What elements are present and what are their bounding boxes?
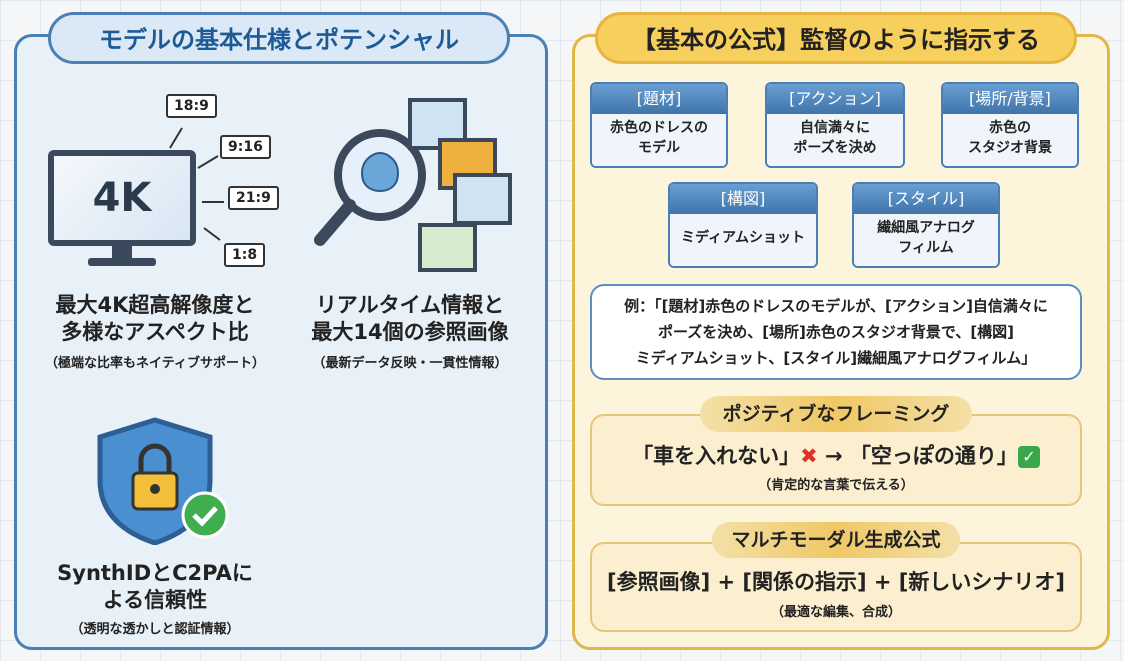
box-body: ポーズを決め (793, 140, 877, 156)
feature-4k-line2: 多様なアスペクト比 (61, 320, 249, 344)
box-body: 繊細風アナログ (877, 220, 975, 236)
feature-4k-line1: 最大4K超高解像度と (55, 293, 255, 317)
formula-box-subject: [題材] 赤色のドレスのモデル (590, 82, 728, 168)
box-body: スタジオ背景 (968, 140, 1052, 156)
positive-phrase: 「空っぽの通り」 (849, 444, 1018, 468)
feature-realtime-line1: リアルタイム情報と (315, 293, 505, 317)
ratio-18-9: 18:9 (166, 94, 217, 118)
feature-synthid-sub: （透明な透かしと認証情報） (70, 622, 240, 637)
box-head: [スタイル] (854, 184, 998, 214)
box-body: モデル (638, 140, 680, 156)
positive-example: 「車を入れない」✖ → 「空っぽの通り」✓ (590, 440, 1082, 470)
right-title: 【基本の公式】監督のように指示する (595, 12, 1077, 64)
negative-phrase: 「車を入れない」 (632, 444, 801, 468)
cross-icon: ✖ (800, 444, 818, 468)
formula-box-action: [アクション] 自信満々にポーズを決め (765, 82, 905, 168)
feature-synthid-line2: よる信頼性 (102, 588, 208, 612)
example-line2: ポーズを決め、[場所]赤色のスタジオ背景で、[構図] (657, 323, 1015, 341)
feature-4k-sub: （極端な比率もネイティブサポート） (45, 356, 265, 371)
brain-magnifier-icon (314, 98, 512, 272)
box-body: 赤色の (989, 120, 1031, 136)
box-body: 自信満々に (800, 120, 870, 136)
box-head: [題材] (592, 84, 726, 114)
feature-synthid-line1: SynthIDとC2PAに (57, 561, 253, 585)
example-line1: 例：「[題材]赤色のドレスのモデルが、[アクション]自信満々に (624, 297, 1048, 315)
formula-box-style: [スタイル] 繊細風アナログフィルム (852, 182, 1000, 268)
multimodal-formula: [参照画像] + [関係の指示] + [新しいシナリオ] (606, 570, 1066, 594)
box-body: 赤色のドレスの (610, 120, 708, 136)
multimodal-title: マルチモーダル生成公式 (712, 522, 960, 558)
monitor-4k-label: 4K (54, 156, 190, 240)
feature-realtime-line2: 最大14個の参照画像 (311, 320, 509, 344)
feature-4k: 最大4K超高解像度と 多様なアスペクト比 (30, 292, 280, 346)
example-bubble: 例：「[題材]赤色のドレスのモデルが、[アクション]自信満々に ポーズを決め、[… (590, 284, 1082, 380)
left-title: モデルの基本仕様とポテンシャル (48, 12, 510, 64)
box-body: フィルム (898, 240, 954, 256)
arrow-icon: → (825, 444, 843, 468)
example-line3: ミディアムショット、[スタイル]繊細風アナログフィルム」 (635, 349, 1037, 367)
monitor-icon: 4K (48, 150, 196, 270)
formula-box-composition: [構図] ミディアムショット (668, 182, 818, 268)
feature-synthid: SynthIDとC2PAに よる信頼性 (30, 560, 280, 614)
box-head: [アクション] (767, 84, 903, 114)
ratio-21-9: 21:9 (228, 186, 279, 210)
check-icon: ✓ (1017, 446, 1040, 468)
box-head: [場所/背景] (943, 84, 1077, 114)
feature-realtime-sub: （最新データ反映・一貫性情報） (312, 356, 508, 371)
shield-lock-icon (97, 417, 229, 545)
box-body: ミディアムショット (680, 230, 806, 246)
feature-realtime: リアルタイム情報と 最大14個の参照画像 (285, 292, 535, 346)
arrows-icon (169, 127, 224, 241)
formula-box-location: [場所/背景] 赤色のスタジオ背景 (941, 82, 1079, 168)
ratio-1-8: 1:8 (224, 243, 266, 267)
box-head: [構図] (670, 184, 816, 214)
ratio-9-16: 9:16 (220, 135, 271, 159)
positive-sub: （肯定的な言葉で伝える） (758, 478, 914, 493)
multimodal-sub: （最適な編集、合成） (770, 605, 901, 620)
positive-framing-title: ポジティブなフレーミング (700, 396, 972, 432)
